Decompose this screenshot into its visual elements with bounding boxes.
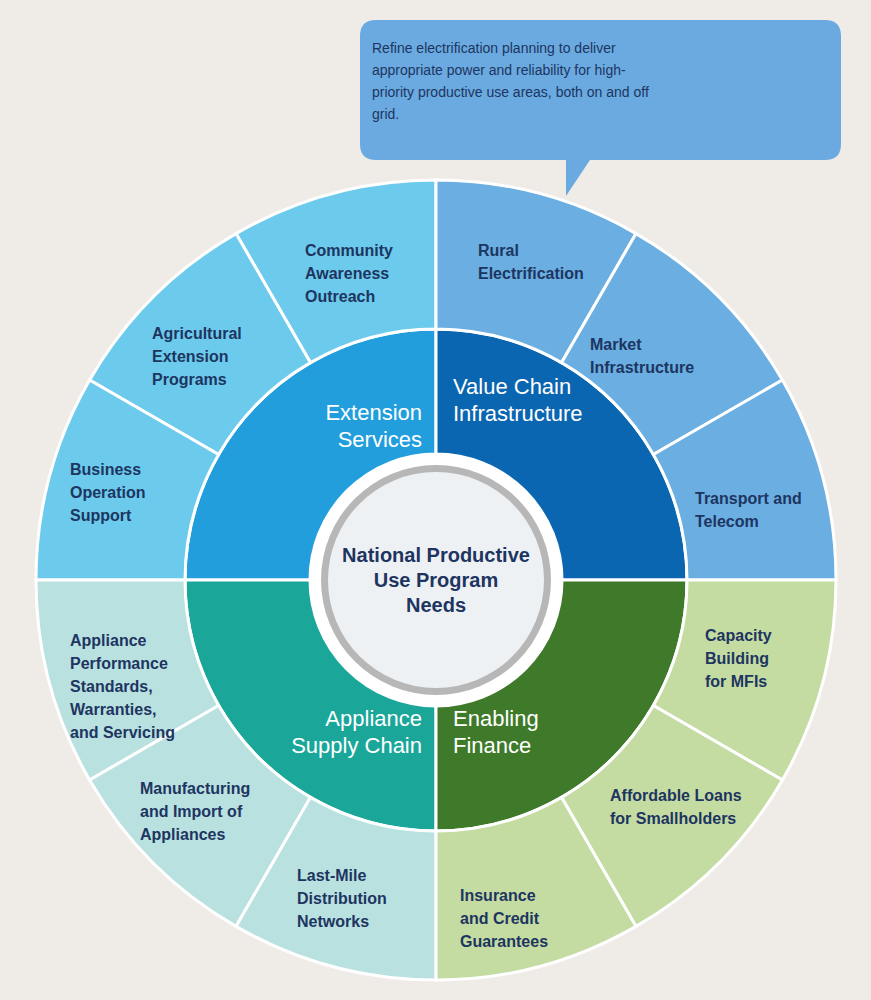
outer-segment: Business Operation Support [34,377,221,583]
segment-label: Rural Electrification [478,239,603,285]
segment-label: Last-Mile Distribution Networks [297,864,401,933]
segment-label: Appliance Performance Standards, Warrant… [70,629,182,744]
node-shape [436,797,636,980]
callout-bubble: Refine electrification planning to deliv… [360,20,841,160]
segment-label: Enabling Finance [453,705,603,759]
node-shape [328,472,544,688]
callout-text: Refine electrification planning to deliv… [372,37,667,125]
node-shape [321,465,551,695]
node-outline [651,377,838,582]
node-shape [236,797,436,980]
segment-label: Value Chain Infrastructure [453,373,608,427]
segment-label: Market Infrastructure [590,333,715,379]
node-outline [233,795,439,982]
outer-segment: Last-Mile Distribution Networks [233,795,439,982]
node-shape [36,380,219,580]
segment-label: Agricultural Extension Programs [152,322,264,391]
segment-label: Affordable Loans for Smallholders [610,784,752,830]
node-outline [34,377,221,583]
segment-label: Capacity Building for MFIs [705,624,791,693]
segment-label: Business Operation Support [70,458,168,527]
segment-label: Extension Services [270,399,422,453]
segment-label: Appliance Supply Chain [270,705,422,759]
segment-label: Community Awareness Outreach [305,239,410,308]
outer-segment: Insurance and Credit Guarantees [434,795,638,982]
segment-label: Manufacturing and Import of Appliances [140,777,266,846]
segment-label: Transport and Telecom [695,487,803,533]
node-shape [653,380,836,580]
segment-label: Insurance and Credit Guarantees [460,884,558,953]
node-shape [360,20,841,196]
center-label: National Productive Use Program Needs [341,543,531,618]
outer-segment: Transport and Telecom [651,377,838,582]
